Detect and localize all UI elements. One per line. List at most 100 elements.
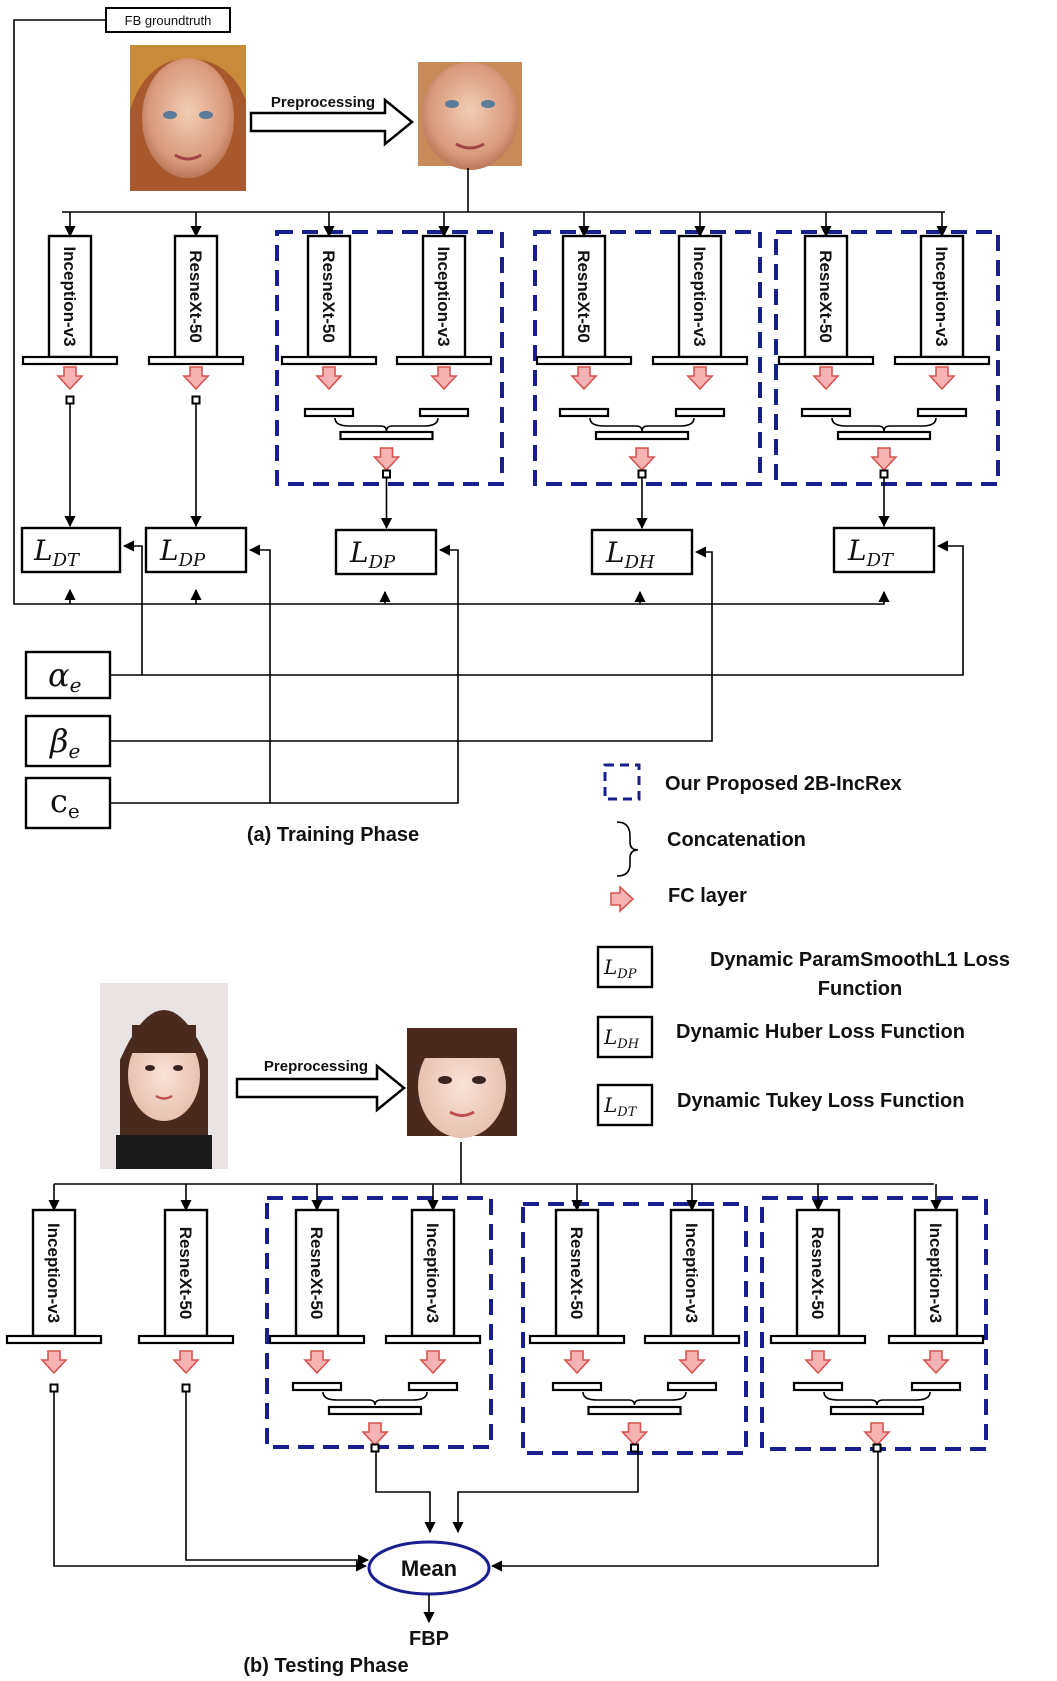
train-inception-single-output-node	[65, 395, 75, 405]
train-2b-increx-2-fc-arrow	[629, 447, 655, 471]
train-2b-increx-1-concat-brace	[334, 417, 439, 432]
train-2b-increx-1	[275, 230, 504, 486]
test-2b-increx-2-resnext-fc-arrow	[564, 1350, 590, 1374]
test-2b-increx-2-concat-brace	[582, 1391, 687, 1406]
svg-text:LDT: LDT	[33, 534, 81, 571]
train-2b-increx-1-inception-base-bar	[395, 355, 493, 366]
train-inception-single-block	[47, 234, 93, 359]
loss-dp-training-1: LDP	[144, 526, 248, 574]
legend-dh: Dynamic Huber Loss Function	[676, 1021, 965, 1043]
test-2b-increx-2-resnext-block	[554, 1208, 600, 1338]
train-2b-increx-1-resnext-base-bar	[280, 355, 378, 366]
test-2b-increx-1-fc-arrow	[362, 1422, 388, 1446]
svg-text:LDP: LDP	[349, 536, 396, 573]
test-2b-increx-1-resnext-fc-arrow	[304, 1350, 330, 1374]
train-resnext-single-label: ResneXt-50	[186, 250, 205, 343]
legend-dp-line2: Function	[818, 978, 902, 1000]
groundtruth-line	[13, 19, 890, 605]
svg-text:LDT: LDT	[603, 1093, 638, 1120]
test-2b-increx-3-inception-base-bar	[887, 1334, 985, 1345]
face-image-raw-training	[130, 45, 246, 191]
train-2b-increx-1-resnext-fc-arrow	[316, 366, 342, 390]
groundtruth-label: FB groundtruth	[125, 13, 212, 28]
param-alpha: αe	[24, 650, 112, 700]
train-2b-increx-2-concat-bar	[594, 430, 690, 441]
legend-proposed: Our Proposed 2B-IncRex	[665, 773, 902, 795]
train-2b-increx-3-fc-arrow	[871, 447, 897, 471]
train-resnext-single-block	[173, 234, 219, 359]
train-resnext-single-fc-arrow	[183, 366, 209, 390]
param-beta: βe	[24, 714, 112, 768]
test-2b-increx-3-resnext-fc-arrow	[805, 1350, 831, 1374]
test-2b-increx-2-concat-bar	[587, 1405, 682, 1416]
preprocessing-label-testing: Preprocessing	[264, 1058, 368, 1075]
test-2b-increx-2-output-node	[630, 1443, 639, 1453]
svg-text:LDH: LDH	[605, 536, 655, 573]
face-image-processed-training	[418, 62, 522, 170]
test-resnext-single-block	[163, 1208, 209, 1338]
train-resnext-single-output-node	[191, 395, 201, 405]
legend-fc-arrow	[610, 886, 634, 912]
test-resnext-single-output-node	[181, 1383, 191, 1393]
loss-dt-training-left: LDT	[20, 526, 122, 574]
svg-text:LDH: LDH	[603, 1025, 640, 1052]
preprocessing-arrow-testing	[235, 1063, 406, 1113]
legend-dp-box: LDP	[596, 945, 654, 989]
train-2b-increx-1-inception-label: Inception-v3	[434, 246, 453, 346]
test-resnext-single-label: ResneXt-50	[176, 1227, 195, 1320]
test-inception-single-base-bar	[5, 1334, 103, 1345]
test-2b-increx-1-resnext-label: ResneXt-50	[307, 1227, 326, 1320]
test-2b-increx-1-output-node	[370, 1443, 380, 1453]
preprocessing-arrow-training	[249, 97, 414, 147]
test-2b-increx-2-inception-base-bar	[643, 1334, 741, 1345]
train-2b-increx-2-resnext-label: ResneXt-50	[574, 250, 593, 343]
legend-fc: FC layer	[668, 885, 747, 907]
test-2b-increx-2	[521, 1202, 748, 1455]
svg-text:LDP: LDP	[159, 534, 206, 571]
svg-text:ce: ce	[50, 782, 80, 823]
train-2b-increx-3-concat-brace	[831, 417, 937, 432]
svg-text:LDT: LDT	[847, 534, 895, 571]
face-image-raw-testing	[100, 983, 228, 1169]
train-2b-increx-2-inception-base-bar	[651, 355, 749, 366]
legend-dp-line1: Dynamic ParamSmoothL1 Loss	[710, 949, 1010, 971]
train-2b-increx-3-output-node	[879, 469, 889, 479]
train-2b-increx-2-resnext-base-bar	[535, 355, 633, 366]
test-2b-increx-3-inception-label: Inception-v3	[926, 1223, 945, 1323]
train-2b-increx-3-inception-base-bar	[893, 355, 991, 366]
test-2b-increx-3-resnext-base-bar	[769, 1334, 867, 1345]
test-2b-increx-1-inception-fc-arrow	[420, 1350, 446, 1374]
test-2b-increx-3-inception-fc-arrow	[923, 1350, 949, 1374]
test-2b-increx-3-resnext-block	[795, 1208, 841, 1338]
legend-dt-box: LDT	[596, 1083, 654, 1127]
train-2b-increx-2-output-node	[637, 469, 647, 479]
train-2b-increx-1-resnext-block	[306, 234, 352, 359]
test-inception-single-block	[31, 1208, 77, 1338]
test-resnext-single-fc-arrow	[173, 1350, 199, 1374]
test-2b-increx-3-output-node	[872, 1443, 882, 1453]
test-2b-increx-2-inception-fc-arrow	[679, 1350, 705, 1374]
train-2b-increx-1-resnext-label: ResneXt-50	[319, 250, 338, 343]
test-2b-increx-1-inception-base-bar	[384, 1334, 482, 1345]
train-2b-increx-3-concat-bar	[836, 430, 932, 441]
train-2b-increx-3-resnext-base-bar	[777, 355, 875, 366]
legend-concat-brace	[616, 821, 639, 877]
train-inception-single-label: Inception-v3	[60, 246, 79, 346]
train-2b-increx-2-concat-brace	[589, 417, 695, 432]
test-inception-single-fc-arrow	[41, 1350, 67, 1374]
train-inception-single-fc-arrow	[57, 366, 83, 390]
train-2b-increx-3-resnext-block	[803, 234, 849, 359]
train-2b-increx-1-inception-fc-arrow	[431, 366, 457, 390]
test-2b-increx-1-concat-brace	[322, 1391, 428, 1406]
legend-dashed-box	[603, 763, 641, 801]
loss-dt-training-right: LDT	[832, 526, 936, 574]
train-2b-increx-1-concat-bar	[339, 430, 434, 441]
legend-dt: Dynamic Tukey Loss Function	[677, 1090, 964, 1112]
test-2b-increx-3-concat-bar	[829, 1405, 925, 1416]
train-resnext-single-base-bar	[147, 355, 245, 366]
legend-dh-box: LDH	[596, 1015, 654, 1059]
test-2b-increx-1-inception-block	[410, 1208, 456, 1338]
test-2b-increx-2-fc-arrow	[621, 1422, 648, 1446]
legend-concat: Concatenation	[667, 829, 806, 851]
testing-caption: (b) Testing Phase	[243, 1655, 408, 1677]
